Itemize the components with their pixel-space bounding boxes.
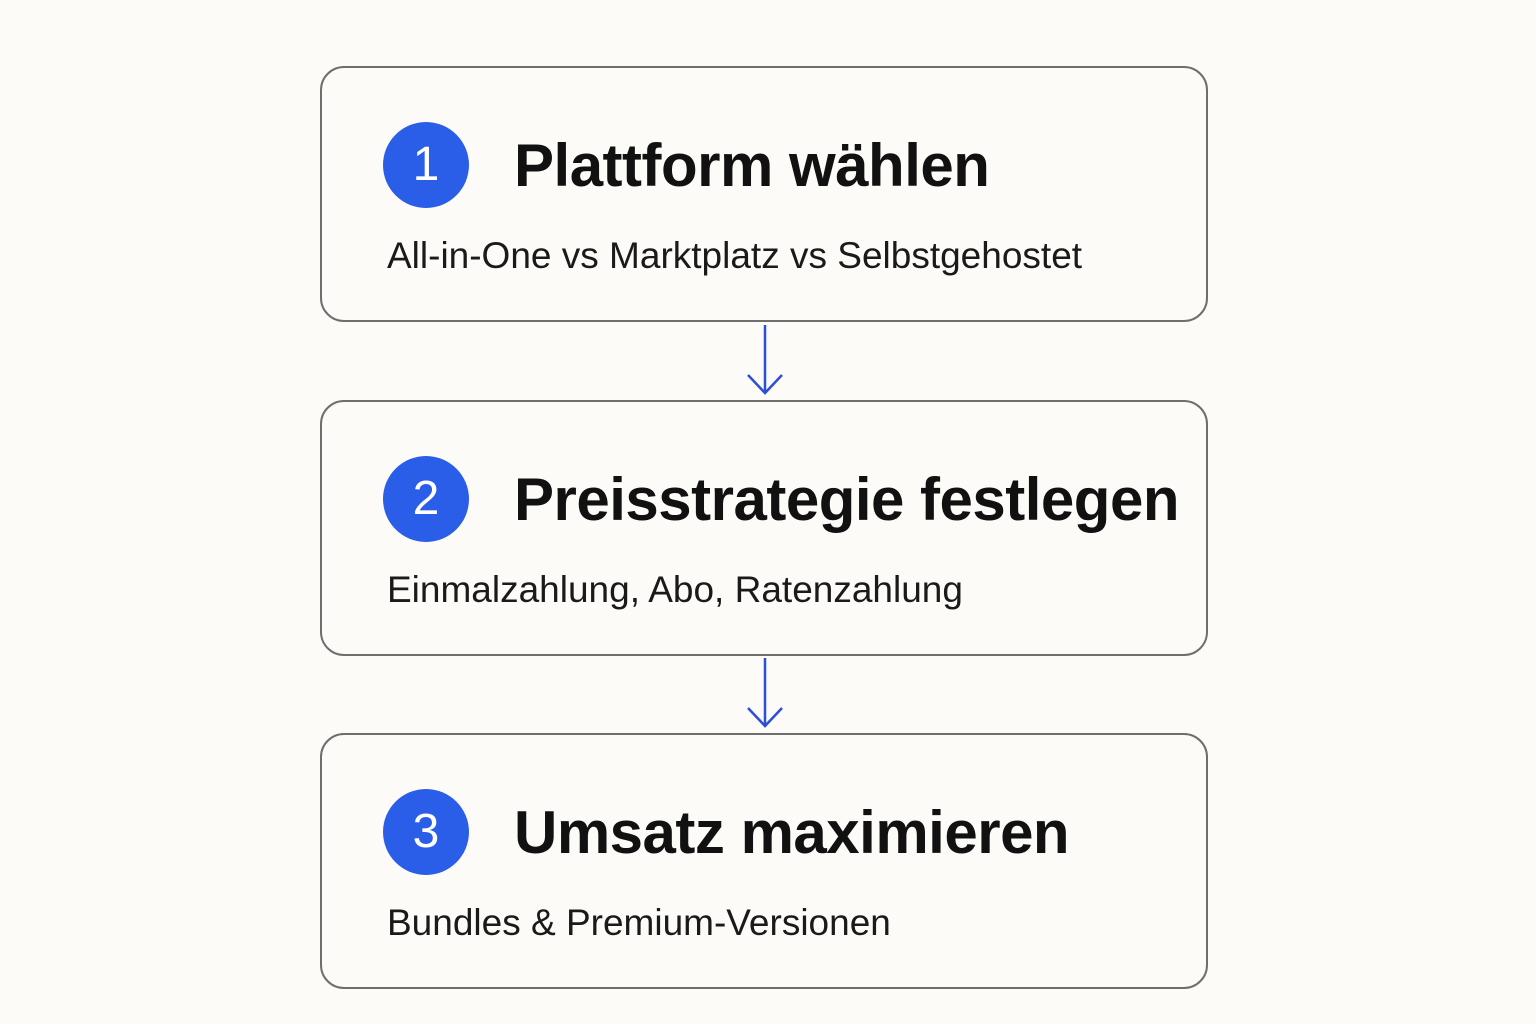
- step-number-badge: 3: [383, 789, 469, 875]
- arrow-down-icon: [747, 325, 783, 395]
- step-description: Einmalzahlung, Abo, Ratenzahlung: [387, 569, 963, 610]
- step-card-2: 2 Preisstrategie festlegen Einmalzahlung…: [320, 400, 1208, 656]
- step-number-badge: 2: [383, 456, 469, 542]
- step-title: Plattform wählen: [514, 132, 990, 199]
- step-title: Umsatz maximieren: [514, 799, 1070, 866]
- arrow-down-icon: [747, 658, 783, 728]
- step-title: Preisstrategie festlegen: [514, 466, 1179, 533]
- step-card-1: 1 Plattform wählen All-in-One vs Marktpl…: [320, 66, 1208, 322]
- step-description: Bundles & Premium-Versionen: [387, 902, 891, 943]
- step-card-3: 3 Umsatz maximieren Bundles & Premium-Ve…: [320, 733, 1208, 989]
- step-description: All-in-One vs Marktplatz vs Selbstgehost…: [387, 235, 1083, 276]
- step-number-badge: 1: [383, 122, 469, 208]
